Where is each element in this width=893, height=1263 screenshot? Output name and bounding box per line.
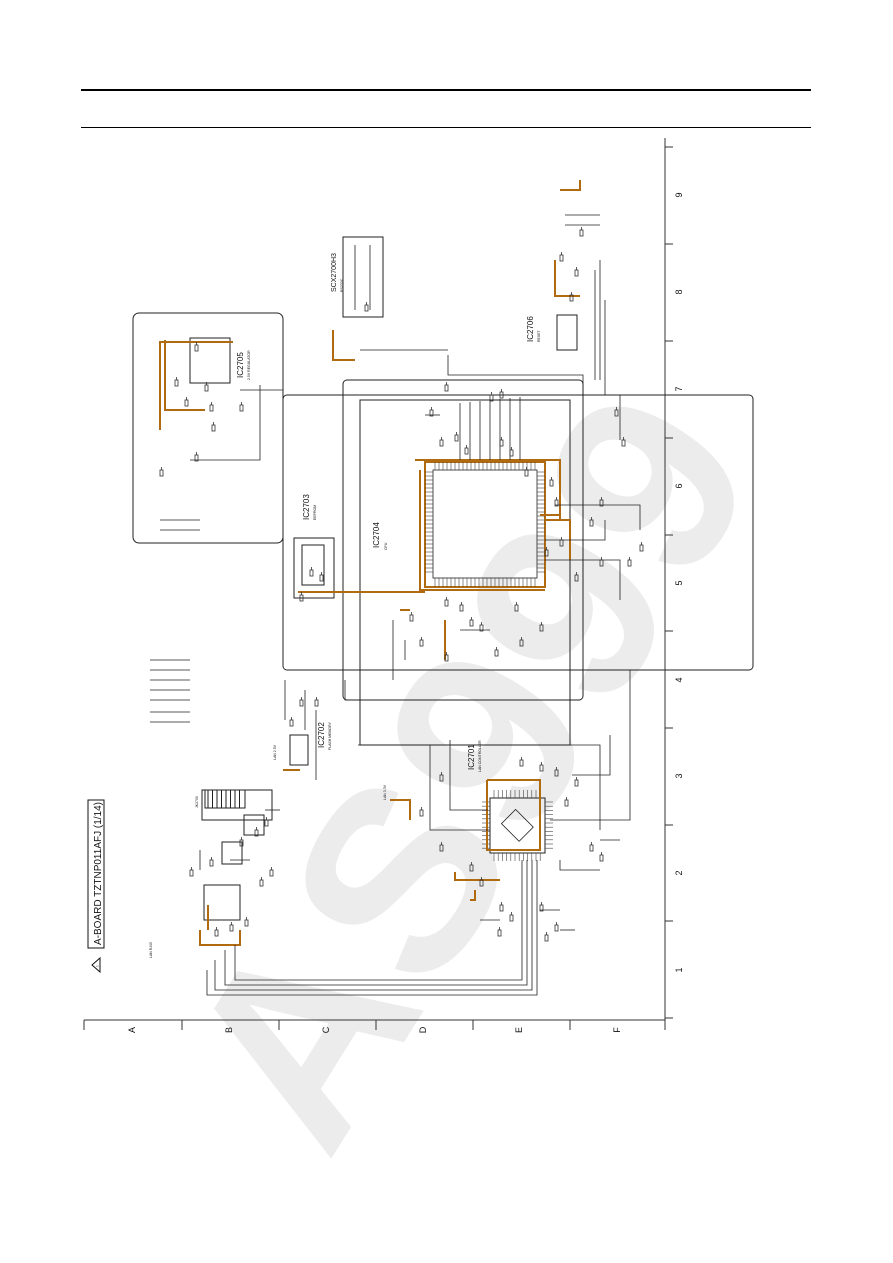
column-label-9: 9 — [674, 192, 684, 197]
column-label-1: 1 — [674, 967, 684, 972]
net-label-lan33: LAN 3.3V — [383, 784, 387, 800]
ic-labels: IC2705 2.5V REGULATOR IC2704 CPU IC2703 … — [236, 253, 541, 772]
ic2703-label: IC2703 — [302, 494, 311, 520]
net-labels: LAN RJ45 JK2700 LAN 3.3V LAN 2.5V — [149, 744, 387, 958]
ic2704-label: IC2704 — [372, 522, 381, 548]
column-label-7: 7 — [674, 386, 684, 391]
ic2705-sub: 2.5V REGULATOR — [247, 350, 251, 380]
row-label-F: F — [612, 1027, 622, 1033]
scx2700h3-sub: RS232C — [340, 278, 344, 292]
net-label-lan25: LAN 2.5V — [273, 744, 277, 760]
row-label-D: D — [418, 1026, 428, 1033]
power-traces — [159, 180, 581, 946]
row-label-E: E — [514, 1027, 524, 1033]
row-label-C: C — [321, 1026, 331, 1033]
ic2705-package — [189, 337, 231, 384]
column-label-6: 6 — [674, 483, 684, 488]
ic2706-package — [556, 314, 578, 351]
board-title-block: ! A-BOARD TZTNP011AFJ (1/14) — [87, 799, 105, 974]
column-label-3: 3 — [674, 773, 684, 778]
header-subrule — [81, 127, 811, 128]
column-labels: 1 2 3 4 5 6 7 8 9 — [674, 192, 684, 972]
passive-components — [159, 227, 644, 942]
scx2700h3-label: SCX2700H3 — [331, 253, 338, 292]
ic2706-label: IC2706 — [526, 316, 535, 342]
ic2702-label: IC2702 — [317, 722, 326, 748]
block-outlines — [132, 236, 754, 821]
row-label-B: B — [224, 1027, 234, 1033]
net-label-jk2700: JK2700 — [195, 796, 199, 808]
ic2701-sub: LAN CONTROLLER — [478, 740, 482, 772]
column-label-5: 5 — [674, 580, 684, 585]
column-ticks — [665, 146, 673, 1019]
ic2703-sub: EEPROM — [313, 505, 317, 520]
ic2704-sub: CPU — [384, 542, 388, 550]
column-label-4: 4 — [674, 677, 684, 682]
ic2702-package — [289, 734, 309, 766]
ic2705-label: IC2705 — [236, 352, 245, 378]
row-label-A: A — [127, 1027, 137, 1033]
row-ticks — [83, 1020, 666, 1030]
signal-wires — [150, 214, 641, 996]
column-label-2: 2 — [674, 870, 684, 875]
ic2706-sub: RESET — [537, 329, 541, 342]
svg-text:!: ! — [96, 965, 102, 966]
warning-triangle-icon — [91, 956, 101, 974]
net-label-lan-rj45: LAN RJ45 — [149, 942, 153, 958]
ic2702-sub: FLASH MEMORY — [328, 721, 332, 750]
ic2701-label: IC2701 — [467, 744, 476, 770]
ic2704-package — [424, 461, 546, 588]
jk2700-connector — [204, 789, 246, 809]
ic2703-package — [301, 544, 325, 586]
lan-transformer — [203, 814, 265, 921]
column-label-8: 8 — [674, 289, 684, 294]
row-labels: A B C D E F — [127, 1026, 622, 1033]
header-rule — [81, 89, 811, 91]
board-title: A-BOARD TZTNP011AFJ (1/14) — [93, 802, 104, 945]
